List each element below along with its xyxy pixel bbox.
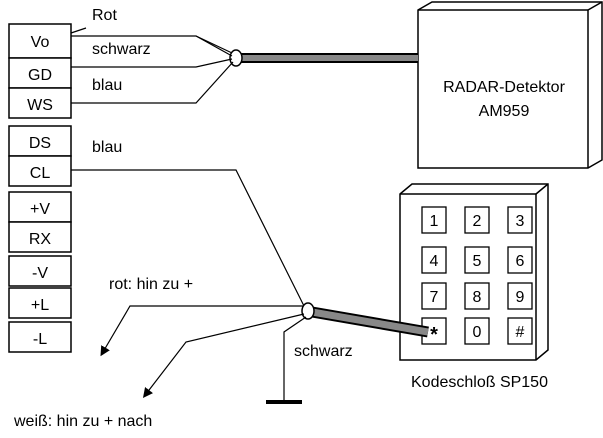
terminal-pin-plus-v: +V — [8, 191, 72, 223]
keypad-key-5: 5 — [464, 246, 490, 274]
cl-wire — [71, 169, 306, 309]
keypad-key-label: 4 — [430, 253, 439, 270]
wire-label-rot: Rot — [92, 7, 117, 24]
terminal-pin-label: DS — [29, 135, 51, 152]
keypad-key-0: 0 — [464, 317, 490, 345]
keypad-key-label: 5 — [473, 253, 482, 270]
keypad-device: 1 2 3 4 5 6 7 8 — [399, 183, 549, 361]
terminal-pin-ds: DS — [8, 125, 72, 157]
radar-cable — [229, 49, 418, 67]
keypad-key-label: 7 — [430, 289, 439, 306]
keypad-key-label: 1 — [430, 213, 439, 230]
keypad-key-label: 6 — [516, 253, 525, 270]
terminal-pin-minus-v: -V — [8, 255, 72, 287]
wire-label-rot-hin: rot: hin zu + — [109, 276, 193, 293]
wire-label-weiss-hin: weiß: hin zu + nach — [13, 413, 152, 430]
terminal-pin-label: +V — [30, 201, 50, 218]
keypad-key-6: 6 — [507, 246, 533, 274]
keypad-key-label: # — [516, 324, 525, 341]
terminal-pin-ws: WS — [8, 87, 72, 119]
terminal-pin-vo: Vo — [8, 23, 72, 59]
wire-label-schwarz-top: schwarz — [92, 41, 151, 58]
terminal-pin-label: -V — [32, 265, 48, 282]
keypad-key-label: 9 — [516, 289, 525, 306]
terminal-pin-rx: RX — [8, 221, 72, 253]
keypad-key-3: 3 — [507, 206, 533, 234]
keypad-cable — [301, 302, 429, 338]
keypad-key-label: * — [430, 324, 438, 346]
terminal-pin-label: Vo — [31, 34, 50, 51]
keypad-key-label: 8 — [473, 289, 482, 306]
radar-model: AM959 — [479, 103, 530, 120]
radar-title: RADAR-Detektor — [443, 79, 565, 96]
keypad-key-label: 2 — [473, 213, 482, 230]
keypad-key-label: 3 — [516, 213, 525, 230]
keypad-key-star: * — [421, 317, 447, 346]
terminal-pin-label: -L — [33, 331, 47, 348]
keypad-key-8: 8 — [464, 282, 490, 310]
terminal-pin-label: CL — [30, 165, 51, 182]
terminal-pin-label: +L — [31, 297, 49, 314]
terminal-pin-label: GD — [28, 67, 52, 84]
terminal-pin-plus-l: +L — [8, 287, 72, 319]
keypad-key-hash: # — [507, 317, 533, 345]
keypad-caption: Kodeschloß SP150 — [411, 374, 548, 391]
terminal-pin-gd: GD — [8, 57, 72, 89]
lower-junction-wires — [100, 305, 307, 401]
radar-detector-box: RADAR-Detektor AM959 — [417, 1, 603, 169]
wire-label-blau-top: blau — [92, 77, 122, 94]
terminal-pin-cl: CL — [8, 155, 72, 187]
keypad-key-7: 7 — [421, 282, 447, 310]
terminal-pin-label: RX — [29, 231, 52, 248]
keypad-key-label: 0 — [473, 324, 482, 341]
keypad-key-9: 9 — [507, 282, 533, 310]
terminal-pin-label: WS — [27, 97, 53, 114]
keypad-key-2: 2 — [464, 206, 490, 234]
wire-label-schwarz-bottom: schwarz — [294, 343, 353, 360]
terminal-block: Vo GD WS DS CL +V RX -V — [8, 23, 72, 353]
keypad-key-4: 4 — [421, 246, 447, 274]
wire-label-blau-cl: blau — [92, 139, 122, 156]
keypad-key-1: 1 — [421, 206, 447, 234]
terminal-pin-minus-l: -L — [8, 321, 72, 353]
radar-wires — [70, 27, 234, 104]
